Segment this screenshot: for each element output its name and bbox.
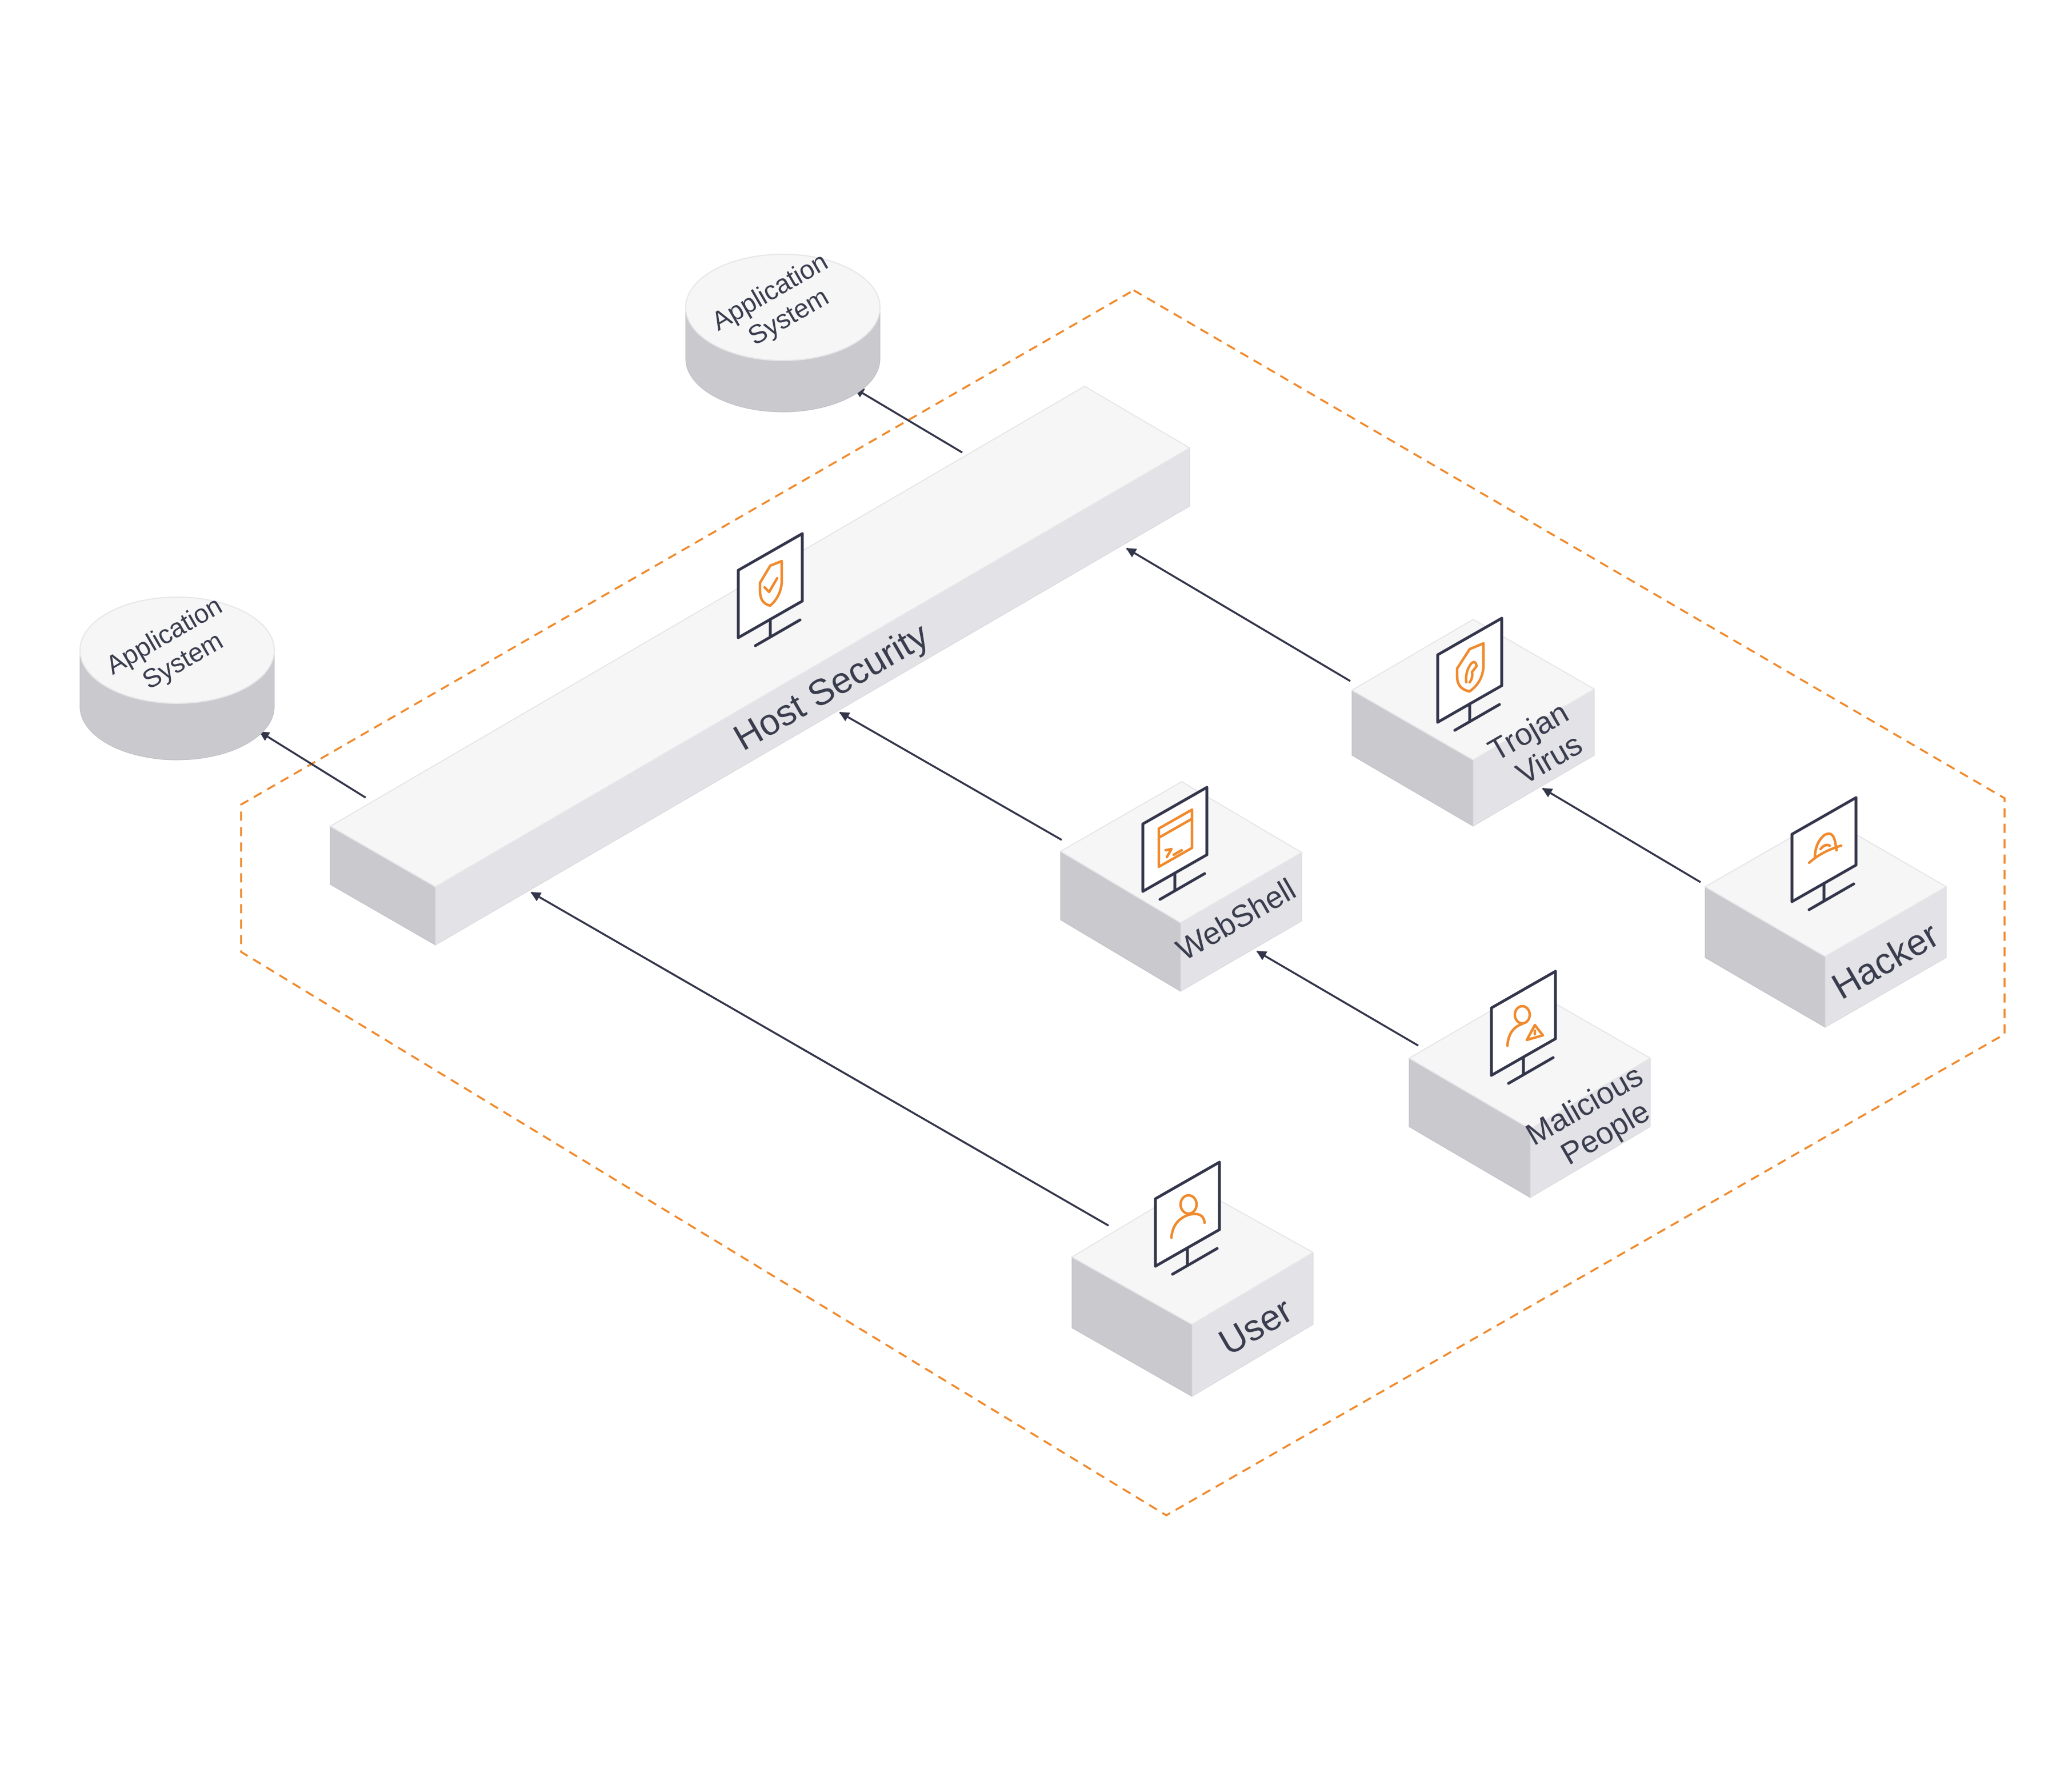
trojan-shield-icon bbox=[1436, 617, 1503, 732]
malicious-people-cube: Malicious People bbox=[1408, 987, 1655, 1198]
terminal-window-icon bbox=[1141, 786, 1209, 901]
hacker-icon bbox=[1790, 796, 1858, 911]
application-system-top: Application System bbox=[685, 246, 881, 413]
arrow-user-to-host bbox=[530, 891, 1109, 1227]
security-boundary bbox=[240, 289, 2006, 1517]
arrow-trojan-to-host bbox=[1126, 547, 1351, 682]
arrow-hacker-to-trojan bbox=[1542, 787, 1701, 883]
arrow-host-to-app-left bbox=[259, 731, 366, 799]
shield-check-icon bbox=[737, 532, 804, 647]
arrow-host-to-app-top bbox=[854, 387, 963, 454]
hacker-cube: Hacker bbox=[1704, 816, 1947, 1028]
user-warning-icon bbox=[1490, 970, 1557, 1085]
arrow-webshell-to-host bbox=[839, 711, 1062, 841]
user-cube: User bbox=[1071, 1184, 1315, 1397]
user-icon bbox=[1154, 1160, 1221, 1276]
arrow-malicious-to-webshell bbox=[1256, 950, 1419, 1047]
application-system-left: Application System bbox=[79, 590, 275, 761]
host-security-bar: Host Security bbox=[329, 385, 1191, 946]
flow-arrows bbox=[259, 387, 1701, 1227]
